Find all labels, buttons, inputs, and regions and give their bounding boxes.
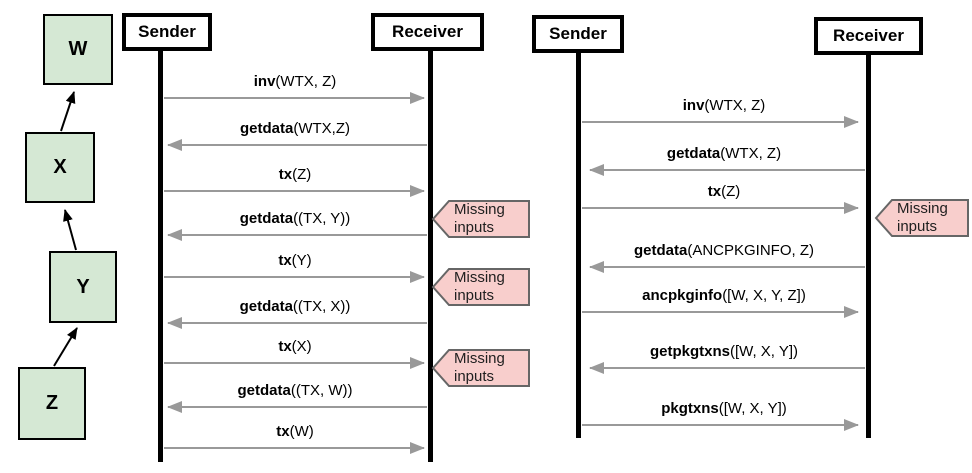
- left-sender-lifeline: [158, 51, 163, 462]
- right-sender-lifeline: [576, 53, 581, 438]
- actor-label: Sender: [138, 22, 196, 41]
- message-label: tx(W): [276, 423, 314, 440]
- message-label: getdata(WTX, Z): [666, 145, 782, 162]
- tag-text: Missing inputs: [897, 200, 948, 235]
- chain-node-y: Y: [49, 251, 117, 323]
- message-label: getdata(WTX,Z): [240, 120, 350, 137]
- message-label: inv(WTX, Z): [253, 73, 337, 90]
- right-receiver-lifeline: [866, 55, 871, 438]
- message-label: inv(WTX, Z): [682, 97, 766, 114]
- message-label: tx(Z): [707, 183, 741, 200]
- message-label: getdata(ANCPKGINFO, Z): [633, 242, 814, 259]
- chain-arrow-z-to-y: [53, 327, 78, 367]
- message-label: tx(Y): [278, 252, 312, 269]
- missing-inputs-tag: Missing inputs: [431, 348, 531, 388]
- chain-node-w: W: [43, 14, 113, 85]
- chain-node-label: X: [53, 156, 67, 178]
- actor-label: Sender: [549, 24, 607, 43]
- chain-arrow-x-to-w: [60, 91, 76, 132]
- message-label: tx(X): [278, 338, 312, 355]
- chain-node-label: Y: [76, 275, 90, 298]
- chain-node-x: X: [25, 132, 95, 203]
- message-label: getdata((TX, W)): [237, 382, 353, 399]
- tag-banner-shape: [874, 199, 969, 237]
- message-label: getdata((TX, X)): [239, 298, 351, 315]
- tag-banner-shape: [431, 200, 530, 238]
- right-sender-box: Sender: [532, 15, 624, 53]
- tag-banner-shape: [431, 349, 530, 387]
- message-label: pkgtxns([W, X, Y]): [661, 400, 787, 417]
- chain-arrow-y-to-x: [63, 209, 77, 251]
- chain-node-label: Z: [45, 392, 59, 414]
- left-receiver-lifeline: [428, 51, 433, 462]
- tag-banner-shape: [431, 268, 530, 306]
- message-label: getdata((TX, Y)): [239, 210, 351, 227]
- message-label: tx(Z): [278, 166, 312, 183]
- message-label: ancpkginfo([W, X, Y, Z]): [642, 287, 806, 304]
- actor-label: Receiver: [833, 26, 904, 45]
- tag-text: Missing inputs: [454, 350, 505, 385]
- message-label: getpkgtxns([W, X, Y]): [649, 343, 799, 360]
- missing-inputs-tag: Missing inputs: [431, 267, 531, 307]
- missing-inputs-tag: Missing inputs: [431, 199, 531, 239]
- tag-text: Missing inputs: [454, 201, 505, 236]
- right-receiver-box: Receiver: [814, 17, 923, 55]
- tag-text: Missing inputs: [454, 269, 505, 304]
- left-sender-box: Sender: [122, 13, 212, 51]
- left-receiver-box: Receiver: [371, 13, 484, 51]
- actor-label: Receiver: [392, 22, 463, 41]
- missing-inputs-tag: Missing inputs: [874, 198, 970, 238]
- chain-node-z: Z: [18, 367, 86, 440]
- chain-node-label: W: [68, 38, 88, 60]
